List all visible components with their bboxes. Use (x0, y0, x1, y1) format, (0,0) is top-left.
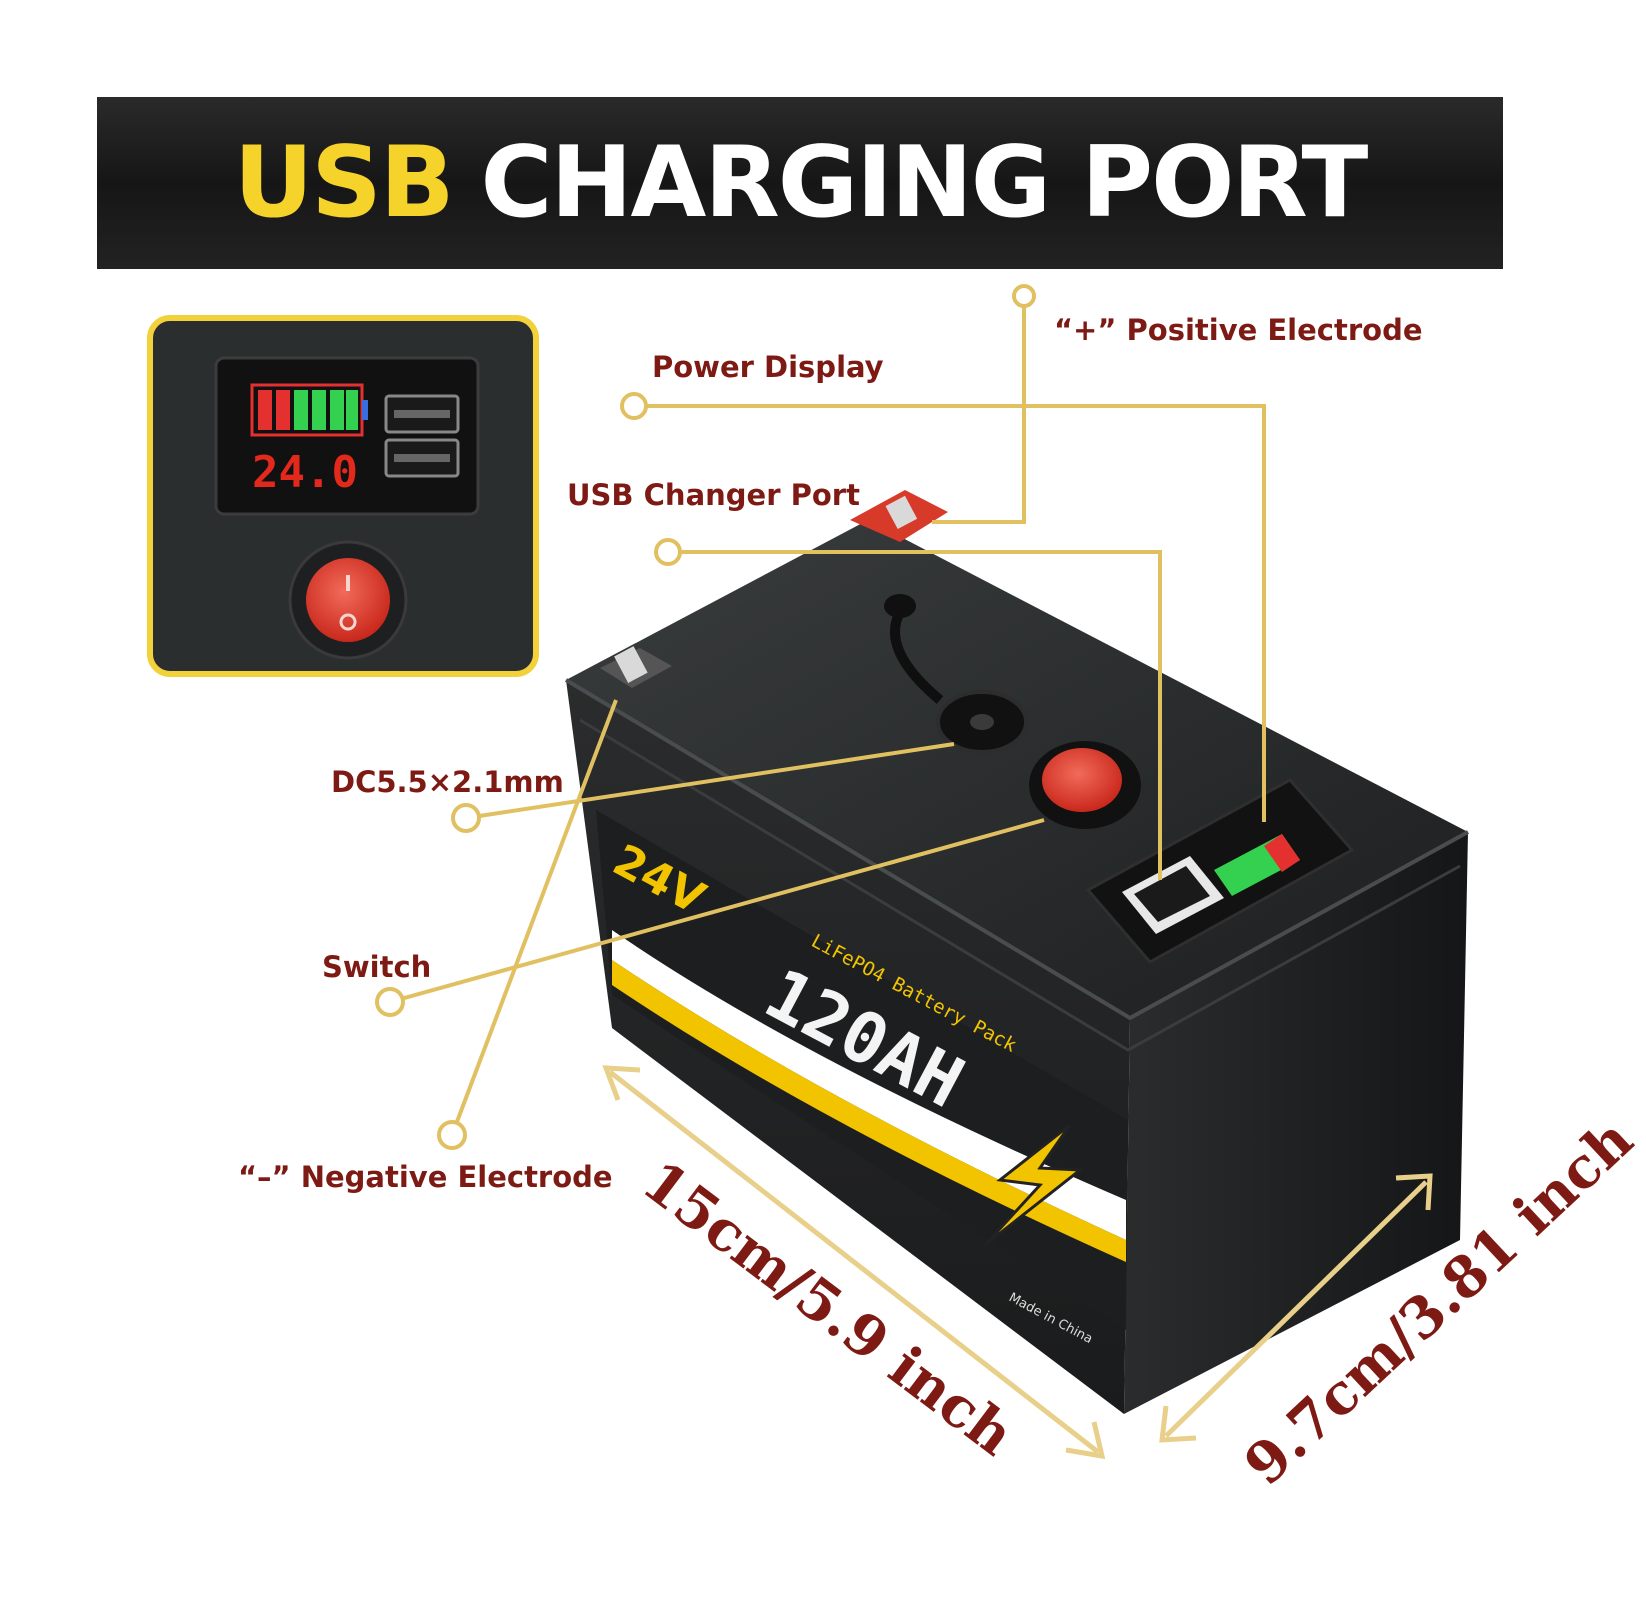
length-arrow (608, 1070, 1100, 1454)
inset-closeup: 24.0 (147, 315, 539, 677)
battery-level-icon (250, 383, 368, 437)
leader-switch (389, 818, 1045, 1004)
label-usb-charger-port: USB Changer Port (567, 478, 860, 512)
banner-title-rest: CHARGING PORT (480, 126, 1369, 240)
battery-switch-button (1042, 748, 1122, 812)
voltage-readout: 24.0 (252, 447, 358, 498)
leader-lines (389, 296, 1266, 1136)
label-negative-electrode: “–” Negative Electrode (238, 1160, 613, 1194)
leader-dc-jack (465, 742, 955, 820)
battery-side (1124, 832, 1468, 1414)
dc-jack-cap-strap (890, 609, 944, 704)
battery-body: 24V LiFePO4 Battery Pack 120AH Made in C… (564, 490, 1469, 1414)
leader-endpoints (375, 284, 1036, 1150)
label-power-display: Power Display (652, 350, 884, 384)
inset-switch-button (306, 558, 390, 642)
lightning-bolt-icon (983, 1123, 1085, 1247)
banner-title-highlight: USB (233, 126, 455, 240)
leader-power-display (634, 404, 1266, 822)
label-white-stripe (612, 930, 1126, 1240)
banner-title: USB CHARGING PORT (97, 97, 1503, 269)
label-yellow-stripe (612, 960, 1126, 1262)
dimension-arrows (602, 1065, 1433, 1460)
label-switch: Switch (322, 950, 432, 984)
label-dc-jack: DC5.5×2.1mm (331, 765, 564, 799)
width-arrow (1164, 1180, 1428, 1438)
title-banner: USB CHARGING PORT (97, 97, 1503, 269)
top-battery-level-icon (1214, 834, 1300, 896)
leader-positive (932, 296, 1026, 524)
label-positive-electrode: “+” Positive Electrode (1054, 313, 1423, 347)
leader-usb-port (668, 550, 1162, 880)
product-illustration: 24.0 24V LiFePO4 Battery Pack 120AH Made… (147, 284, 1469, 1460)
leader-negative (450, 699, 618, 1136)
